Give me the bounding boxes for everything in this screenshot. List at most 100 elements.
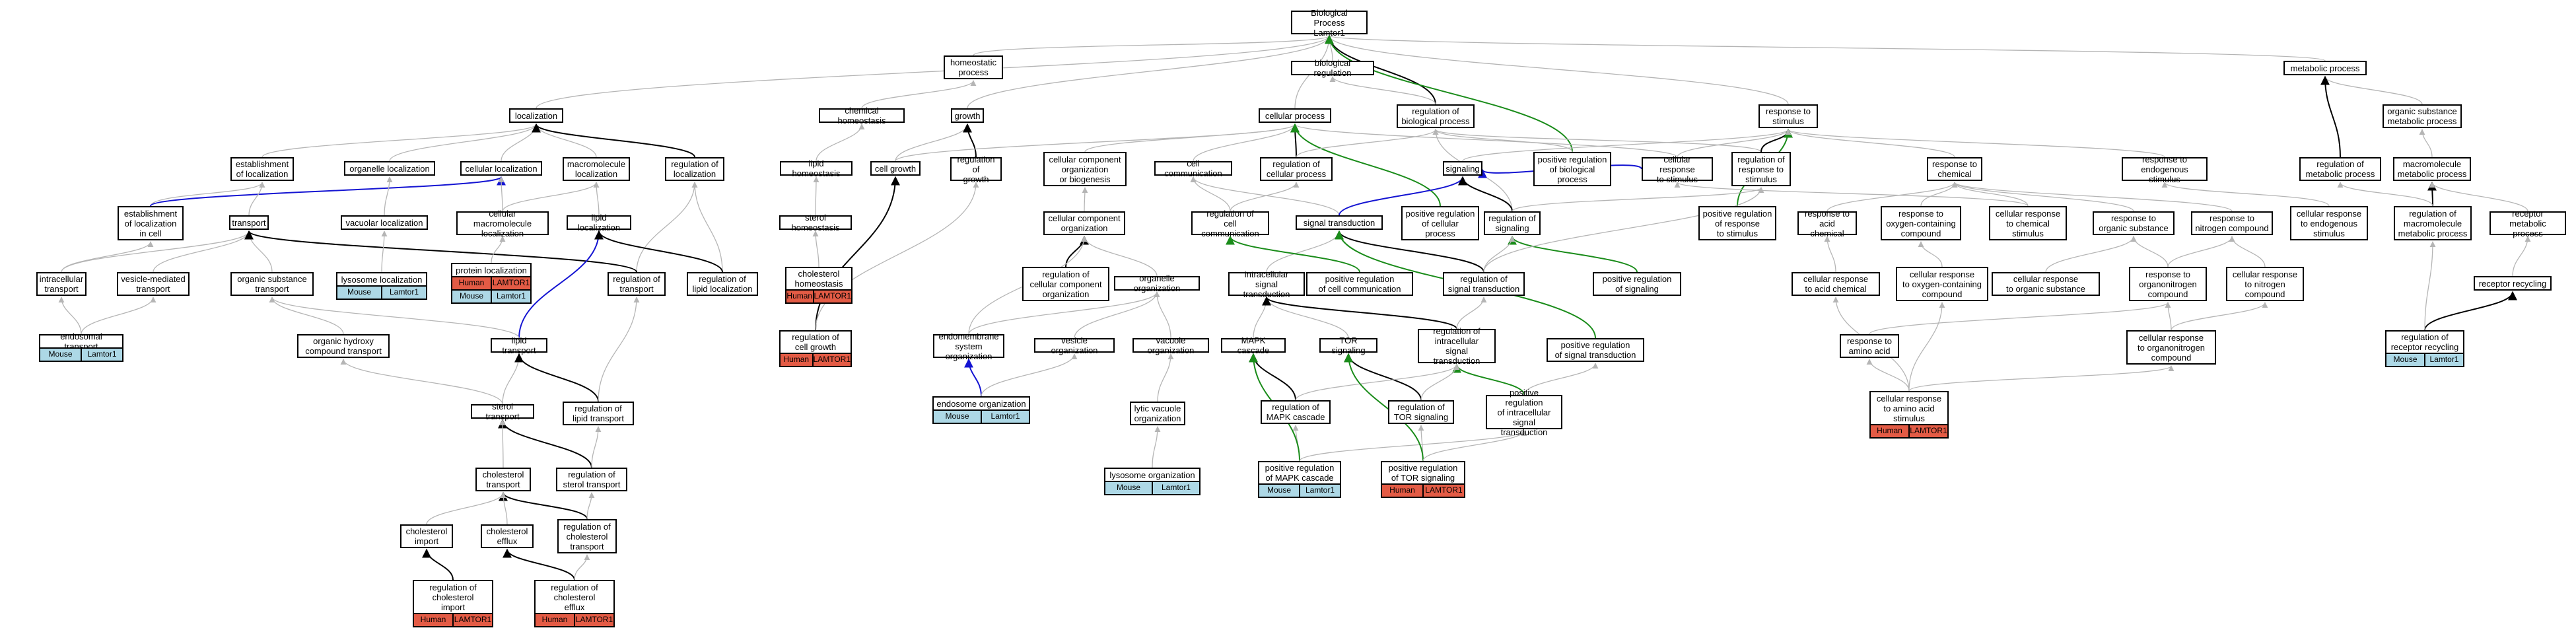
go-term-response-to-organonitrogen-compound[interactable]: response to organonitrogen compound <box>2129 267 2207 301</box>
go-term-vacuole-organization[interactable]: vacuole organization <box>1132 335 1209 355</box>
go-term-cholesterol-efflux[interactable]: cholesterol efflux <box>481 524 534 548</box>
go-term-biological-process-lamtor1[interactable]: Biological Process Lamtor1 <box>1291 8 1368 38</box>
go-term-cellular-response-to-nitrogen-compound[interactable]: cellular response to nitrogen compound <box>2226 267 2304 301</box>
go-term-organic-substance-metabolic-process[interactable]: organic substance metabolic process <box>2383 104 2462 128</box>
go-term-cellular-localization[interactable]: cellular localization <box>460 161 542 176</box>
go-term-vesicle-mediated-transport[interactable]: vesicle-mediated transport <box>117 272 190 296</box>
go-term-regulation-of-lipid-transport[interactable]: regulation of lipid transport <box>563 402 634 425</box>
go-term-signal-transduction[interactable]: signal transduction <box>1296 215 1383 230</box>
go-term-regulation-of-mapk-cascade[interactable]: regulation of MAPK cascade <box>1261 400 1331 424</box>
annotated-term-cellular-response-to-amino-acid-stimulus[interactable]: cellular response to amino acid stimulus… <box>1869 391 1949 439</box>
go-term-vesicle-organization[interactable]: vesicle organization <box>1034 335 1115 355</box>
go-term-macromolecule-localization[interactable]: macromolecule localization <box>563 157 630 181</box>
go-term-sterol-transport[interactable]: sterol transport <box>471 402 534 421</box>
go-term-metabolic-process[interactable]: metabolic process <box>2283 61 2367 75</box>
go-term-chemical-homeostasis[interactable]: chemical homeostasis <box>819 106 905 125</box>
go-term-cellular-process[interactable]: cellular process <box>1259 108 1331 123</box>
go-term-mapk-cascade[interactable]: MAPK cascade <box>1221 335 1286 355</box>
go-term-cellular-macromolecule-localization[interactable]: cellular macromolecule localization <box>456 209 549 238</box>
go-term-cell-communication[interactable]: cell communication <box>1154 158 1232 178</box>
go-term-response-to-oxygen-containing-compound[interactable]: response to oxygen-containing compound <box>1881 206 1961 240</box>
go-term-regulation-of-sterol-transport[interactable]: regulation of sterol transport <box>556 468 627 491</box>
go-term-regulation-of-tor-signaling[interactable]: regulation of TOR signaling <box>1388 400 1454 424</box>
go-term-regulation-of-growth[interactable]: regulation of growth <box>950 155 1002 184</box>
go-term-response-to-acid-chemical[interactable]: response to acid chemical <box>1797 209 1857 238</box>
go-term-lytic-vacuole-organization[interactable]: lytic vacuole organization <box>1130 402 1185 425</box>
go-term-intracellular-transport[interactable]: intracellular transport <box>36 272 87 296</box>
go-term-cellular-component-organization[interactable]: cellular component organization <box>1043 211 1125 235</box>
go-term-homeostatic-process[interactable]: homeostatic process <box>944 55 1003 79</box>
go-term-biological-regulation[interactable]: biological regulation <box>1291 58 1374 78</box>
go-term-regulation-of-cellular-component-organization[interactable]: regulation of cellular component organiz… <box>1022 267 1109 301</box>
go-term-cellular-response-to-stimulus[interactable]: cellular response to stimulus <box>1642 155 1713 184</box>
go-term-lipid-homeostasis[interactable]: lipid homeostasis <box>780 158 853 178</box>
go-term-organic-substance-transport[interactable]: organic substance transport <box>230 272 314 296</box>
go-term-vacuolar-localization[interactable]: vacuolar localization <box>341 215 428 230</box>
go-term-intracellular-signal-transduction[interactable]: intracellular signal transduction <box>1228 269 1305 299</box>
go-term-response-to-organic-substance[interactable]: response to organic substance <box>2093 211 2175 235</box>
go-term-positive-regulation-of-signal-transduction[interactable]: positive regulation of signal transducti… <box>1547 338 1644 362</box>
go-term-response-to-nitrogen-compound[interactable]: response to nitrogen compound <box>2191 211 2273 235</box>
go-term-regulation-of-signal-transduction[interactable]: regulation of signal transduction <box>1443 272 1525 296</box>
go-term-organelle-organization[interactable]: organelle organization <box>1114 273 1200 293</box>
go-term-positive-regulation-of-response-to-stimulus[interactable]: positive regulation of response to stimu… <box>1698 206 1776 240</box>
go-term-regulation-of-biological-process[interactable]: regulation of biological process <box>1397 104 1475 128</box>
go-term-regulation-of-macromolecule-metabolic-process[interactable]: regulation of macromolecule metabolic pr… <box>2394 206 2472 240</box>
go-term-positive-regulation-of-biological-process[interactable]: positive regulation of biological proces… <box>1533 152 1611 186</box>
go-term-cholesterol-transport[interactable]: cholesterol transport <box>475 468 531 491</box>
go-term-positive-regulation-of-cellular-process[interactable]: positive regulation of cellular process <box>1401 206 1479 240</box>
go-term-signaling[interactable]: signaling <box>1443 161 1482 176</box>
go-term-localization[interactable]: localization <box>509 108 563 123</box>
go-term-response-to-amino-acid[interactable]: response to amino acid <box>1840 334 1899 358</box>
go-term-positive-regulation-of-signaling[interactable]: positive regulation of signaling <box>1593 272 1681 296</box>
go-term-transport[interactable]: transport <box>229 215 269 230</box>
go-term-cellular-response-to-endogenous-stimulus[interactable]: cellular response to endogenous stimulus <box>2290 206 2368 240</box>
go-term-cellular-response-to-organonitrogen-compound[interactable]: cellular response to organonitrogen comp… <box>2126 330 2216 365</box>
go-term-regulation-of-transport[interactable]: regulation of transport <box>608 272 666 296</box>
go-term-macromolecule-metabolic-process[interactable]: macromolecule metabolic process <box>2393 157 2471 181</box>
go-term-regulation-of-response-to-stimulus[interactable]: regulation of response to stimulus <box>1731 152 1791 186</box>
go-term-receptor-metabolic-process[interactable]: receptor metabolic process <box>2489 209 2566 238</box>
go-term-regulation-of-cell-communication[interactable]: regulation of cell communication <box>1191 209 1269 238</box>
go-term-response-to-stimulus[interactable]: response to stimulus <box>1758 104 1818 128</box>
go-term-positive-regulation-of-intracellular-signal-transduction[interactable]: positive regulation of intracellular sig… <box>1486 388 1562 437</box>
go-term-endomembrane-system-organization[interactable]: endomembrane system organization <box>933 332 1004 361</box>
go-term-receptor-recycling[interactable]: receptor recycling <box>2474 276 2552 291</box>
go-term-growth[interactable]: growth <box>951 108 984 123</box>
go-term-regulation-of-metabolic-process[interactable]: regulation of metabolic process <box>2299 157 2381 181</box>
go-term-lipid-localization[interactable]: lipid localization <box>567 213 631 232</box>
go-term-cellular-response-to-organic-substance[interactable]: cellular response to organic substance <box>1992 272 2100 296</box>
go-term-regulation-of-signaling[interactable]: regulation of signaling <box>1484 211 1541 235</box>
go-term-lipid-transport[interactable]: lipid transport <box>491 335 547 355</box>
go-term-cellular-component-organization-or-biogenesis[interactable]: cellular component organization or bioge… <box>1043 152 1127 186</box>
go-term-regulation-of-cellular-process[interactable]: regulation of cellular process <box>1260 157 1333 181</box>
go-term-cell-growth[interactable]: cell growth <box>870 161 921 176</box>
go-term-response-to-endogenous-stimulus[interactable]: response to endogenous stimulus <box>2122 155 2208 184</box>
go-term-regulation-of-intracellular-signal-transduction[interactable]: regulation of intracellular signal trans… <box>1418 326 1496 366</box>
go-term-positive-regulation-of-cell-communication[interactable]: positive regulation of cell communicatio… <box>1306 272 1413 296</box>
go-term-sterol-homeostasis[interactable]: sterol homeostasis <box>779 213 852 232</box>
go-term-response-to-chemical[interactable]: response to chemical <box>1927 157 1982 181</box>
go-term-regulation-of-lipid-localization[interactable]: regulation of lipid localization <box>687 272 758 296</box>
go-term-cellular-response-to-chemical-stimulus[interactable]: cellular response to chemical stimulus <box>1989 206 2067 240</box>
go-term-cholesterol-import[interactable]: cholesterol import <box>400 524 453 548</box>
go-term-regulation-of-cholesterol-transport[interactable]: regulation of cholesterol transport <box>557 519 617 553</box>
go-term-establishment-of-localization-in-cell[interactable]: establishment of localization in cell <box>118 206 184 240</box>
go-term-cellular-response-to-oxygen-containing-compound[interactable]: cellular response to oxygen-containing c… <box>1896 267 1988 301</box>
go-term-organelle-localization[interactable]: organelle localization <box>344 161 435 176</box>
go-term-organic-hydroxy-compound-transport[interactable]: organic hydroxy compound transport <box>297 334 390 358</box>
go-term-regulation-of-localization[interactable]: regulation of localization <box>665 157 724 181</box>
go-term-establishment-of-localization[interactable]: establishment of localization <box>230 157 294 181</box>
